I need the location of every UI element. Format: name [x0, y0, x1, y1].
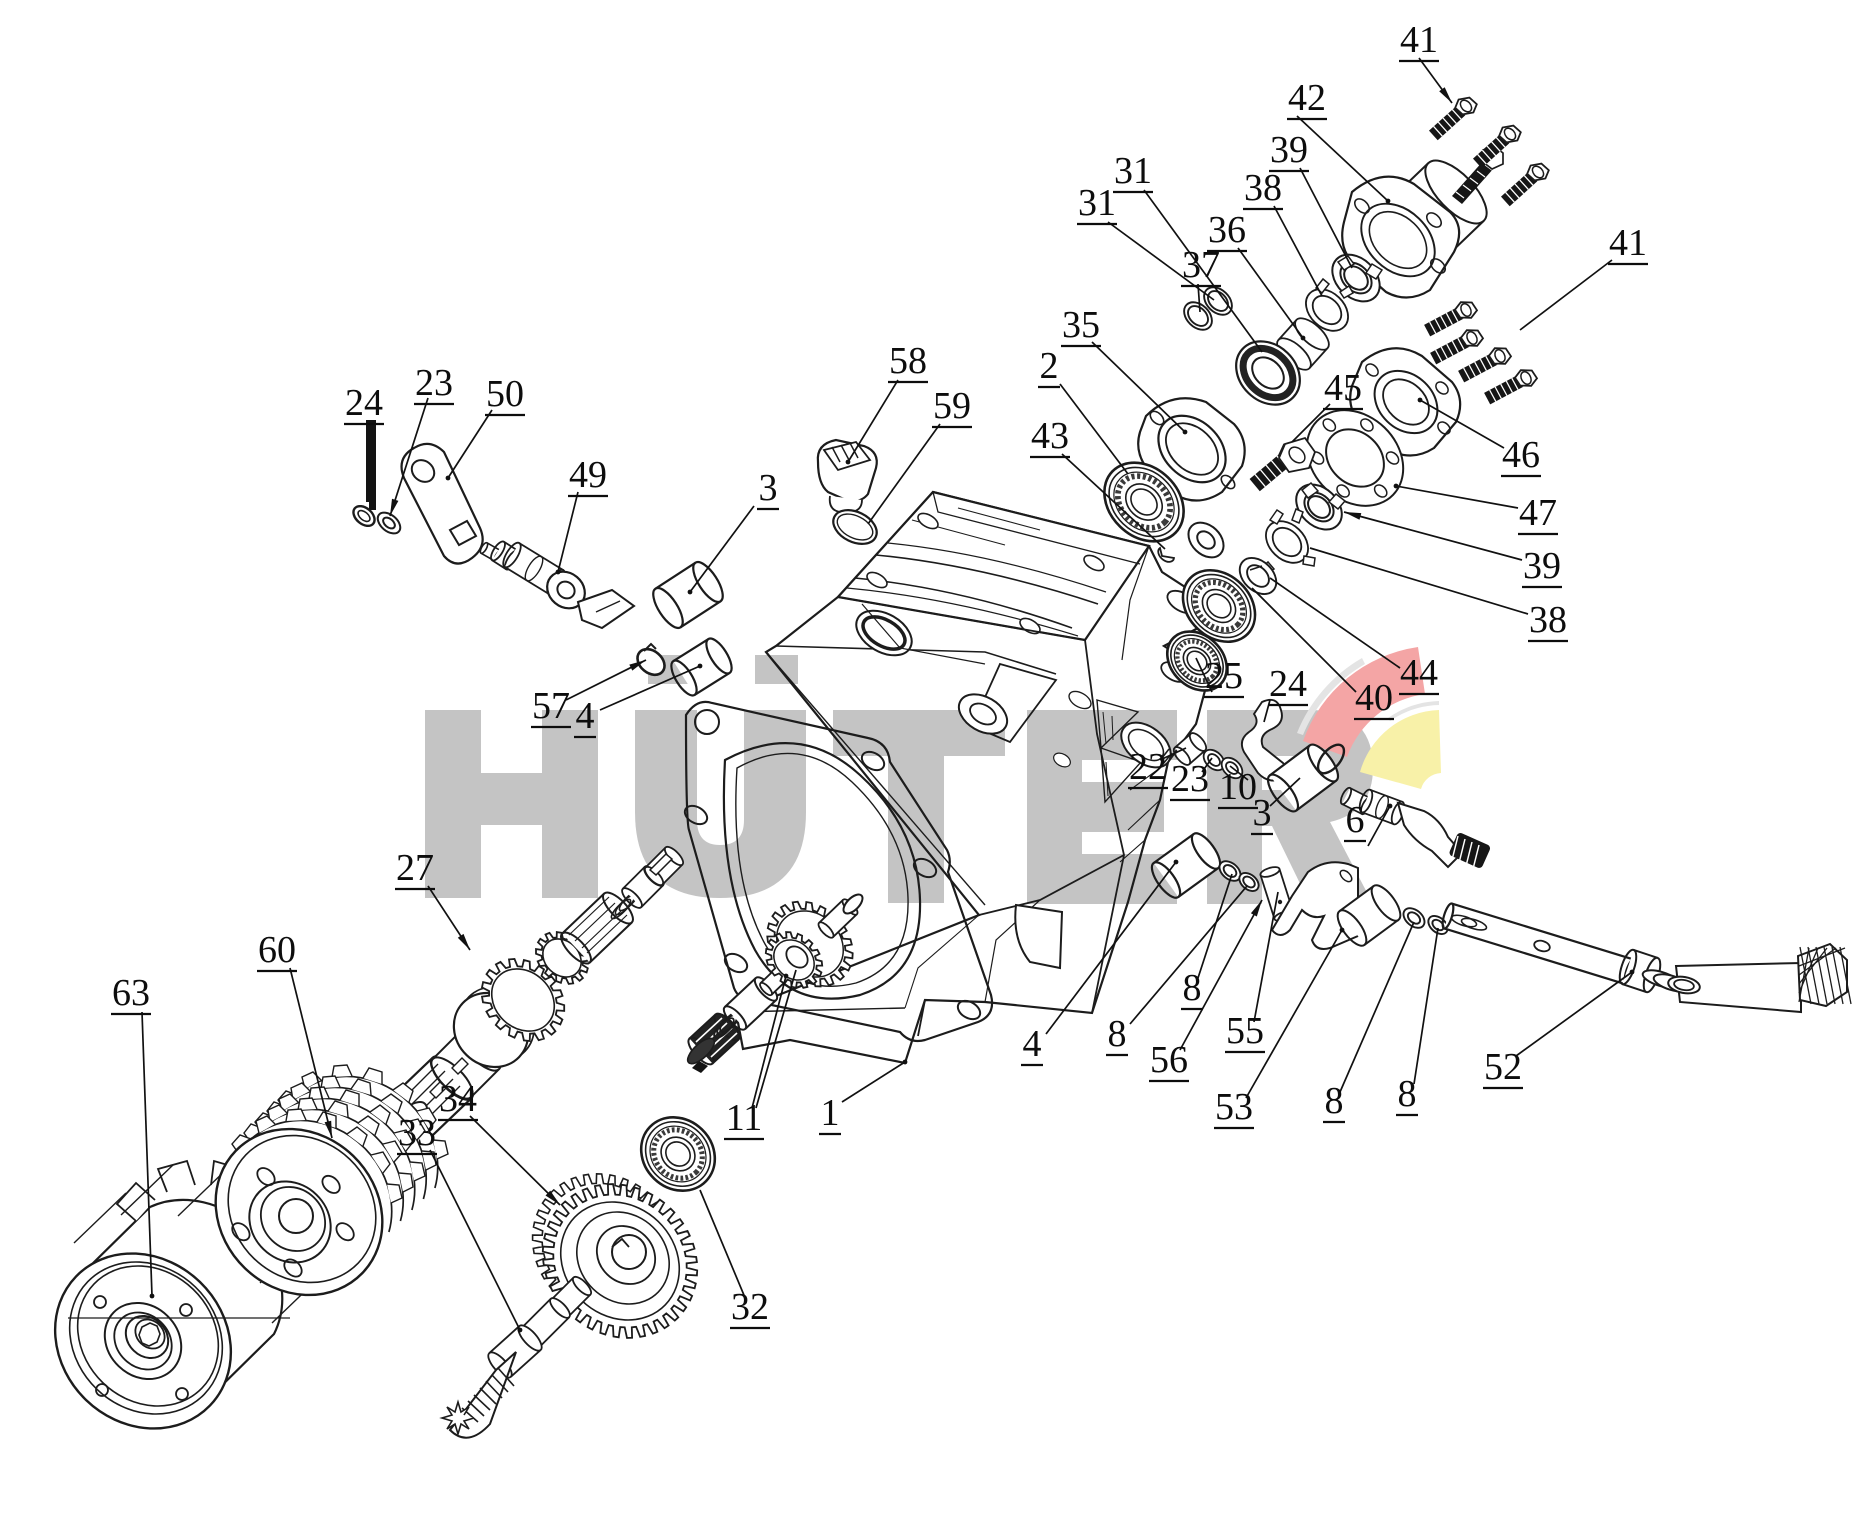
svg-text:37: 37 [1182, 244, 1220, 286]
svg-text:63: 63 [112, 972, 150, 1014]
svg-text:39: 39 [1270, 129, 1308, 171]
svg-text:53: 53 [1215, 1086, 1253, 1128]
svg-text:58: 58 [889, 340, 927, 382]
svg-text:22: 22 [1129, 746, 1167, 788]
svg-text:38: 38 [1244, 167, 1282, 209]
svg-text:25: 25 [1205, 655, 1243, 697]
svg-text:4: 4 [1023, 1023, 1042, 1065]
svg-text:46: 46 [1502, 434, 1540, 476]
svg-text:31: 31 [1078, 182, 1116, 224]
svg-text:3: 3 [759, 467, 778, 509]
svg-text:33: 33 [398, 1112, 436, 1154]
svg-text:24: 24 [1269, 663, 1307, 705]
svg-text:2: 2 [1040, 345, 1059, 387]
svg-text:40: 40 [1355, 677, 1393, 719]
svg-text:49: 49 [569, 454, 607, 496]
svg-text:8: 8 [1108, 1013, 1127, 1055]
svg-text:55: 55 [1226, 1010, 1264, 1052]
svg-text:52: 52 [1484, 1046, 1522, 1088]
svg-text:35: 35 [1062, 304, 1100, 346]
svg-text:38: 38 [1529, 599, 1567, 641]
svg-text:23: 23 [1171, 758, 1209, 800]
svg-text:27: 27 [396, 847, 434, 889]
svg-text:34: 34 [439, 1078, 477, 1120]
svg-text:11: 11 [726, 1097, 763, 1139]
svg-text:24: 24 [345, 382, 383, 424]
svg-text:1: 1 [821, 1092, 840, 1134]
svg-text:56: 56 [1150, 1039, 1188, 1081]
svg-text:4: 4 [576, 695, 595, 737]
svg-text:8: 8 [1325, 1080, 1344, 1122]
svg-text:8: 8 [1398, 1073, 1417, 1115]
svg-text:3: 3 [1253, 792, 1272, 834]
svg-text:36: 36 [1208, 209, 1246, 251]
svg-text:57: 57 [532, 685, 570, 727]
svg-text:45: 45 [1324, 367, 1362, 409]
svg-text:39: 39 [1523, 545, 1561, 587]
svg-text:59: 59 [933, 385, 971, 427]
svg-text:42: 42 [1288, 77, 1326, 119]
svg-text:41: 41 [1609, 222, 1647, 264]
svg-text:10: 10 [1219, 766, 1257, 808]
svg-text:43: 43 [1031, 415, 1069, 457]
svg-text:31: 31 [1114, 150, 1152, 192]
svg-text:41: 41 [1400, 19, 1438, 61]
svg-text:60: 60 [258, 929, 296, 971]
svg-text:47: 47 [1519, 492, 1557, 534]
svg-text:44: 44 [1400, 652, 1438, 694]
svg-text:23: 23 [415, 362, 453, 404]
svg-text:50: 50 [486, 373, 524, 415]
svg-text:8: 8 [1183, 967, 1202, 1009]
svg-text:6: 6 [1346, 799, 1365, 841]
svg-text:32: 32 [731, 1286, 769, 1328]
